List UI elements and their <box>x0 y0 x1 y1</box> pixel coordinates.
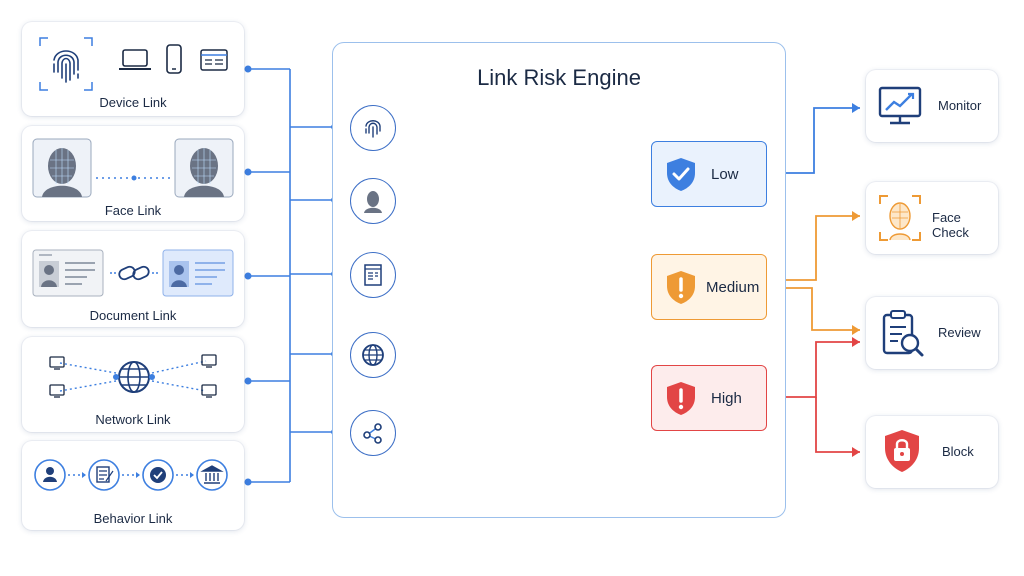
device-link-card[interactable]: Device Link <box>22 22 244 116</box>
id-card-icon <box>32 249 104 302</box>
shield-check-icon <box>667 158 695 191</box>
face-link-card[interactable]: Face Link <box>22 126 244 221</box>
monitor-label: Monitor <box>938 98 982 113</box>
fingerprint-icon <box>38 36 94 97</box>
globe-icon <box>362 344 384 366</box>
face-node[interactable] <box>350 178 396 224</box>
block-action-card[interactable]: Block <box>866 416 998 488</box>
behavior-link-card[interactable]: Behavior Link <box>22 441 244 530</box>
phone-icon <box>165 44 183 79</box>
shield-warning-icon <box>667 271 695 304</box>
face-check-action-card[interactable]: Face Check <box>866 182 998 254</box>
monitor-chart-icon <box>878 86 922 125</box>
document-link-label: Document Link <box>89 308 177 323</box>
face-link-label: Face Link <box>104 203 162 218</box>
clipboard-search-icon <box>882 310 924 357</box>
risk-high-box[interactable]: High <box>651 365 767 431</box>
engine-title: Link Risk Engine <box>477 65 641 90</box>
device-link-label: Device Link <box>99 95 167 110</box>
block-label: Block <box>942 444 974 459</box>
risk-low-label: Low <box>711 166 739 183</box>
share-node[interactable] <box>350 410 396 456</box>
share-icon <box>363 423 382 444</box>
face-icon <box>364 191 382 213</box>
monitor-action-card[interactable]: Monitor <box>866 70 998 142</box>
dotted-connector <box>96 168 172 186</box>
browser-icon <box>200 49 228 76</box>
id-card-icon <box>162 249 234 302</box>
risk-low-box[interactable]: Low <box>651 141 767 207</box>
fingerprint-icon <box>365 120 381 138</box>
shield-alert-icon <box>667 382 695 415</box>
review-label: Review <box>938 325 981 340</box>
network-link-card[interactable]: Network Link <box>22 337 244 432</box>
globe-node[interactable] <box>350 332 396 378</box>
chain-link-icon <box>110 265 158 286</box>
document-link-card[interactable]: Document Link <box>22 231 244 327</box>
network-link-label: Network Link <box>95 412 171 427</box>
behavior-link-label: Behavior Link <box>93 511 173 526</box>
document-node[interactable] <box>350 252 396 298</box>
behavior-flow <box>34 457 234 498</box>
network-graph <box>46 349 222 410</box>
face-check-label: Face Check <box>932 210 969 240</box>
fingerprint-node[interactable] <box>350 105 396 151</box>
lock-shield-icon <box>885 430 919 472</box>
face-scan-icon <box>879 195 921 241</box>
face-scan-icon <box>174 138 234 203</box>
laptop-icon <box>118 48 152 77</box>
risk-medium-label: Medium <box>706 279 760 296</box>
face-scan-icon <box>32 138 92 203</box>
document-icon <box>364 264 382 286</box>
risk-high-label: High <box>711 390 742 407</box>
risk-medium-box[interactable]: Medium <box>651 254 767 320</box>
review-action-card[interactable]: Review <box>866 297 998 369</box>
